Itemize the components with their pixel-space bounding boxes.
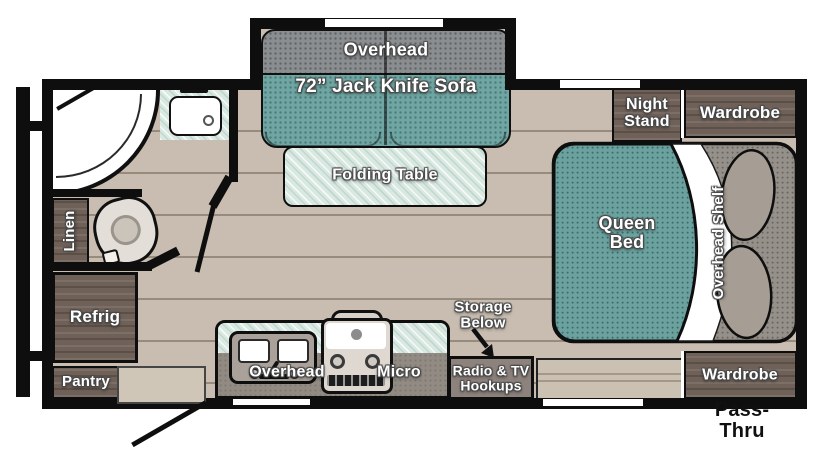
entry-landing [117,366,206,404]
slideout-window [325,19,443,27]
right-wall [796,79,807,409]
linen-cabinet [52,198,89,264]
bedroom-wardrobe [684,88,797,138]
jack-knife-sofa [261,29,511,148]
folding-table [283,146,487,207]
bath-faucet-icon [180,88,208,93]
kitchen-sink [229,331,317,384]
rear-bench [536,358,682,398]
left-wall [42,79,53,409]
rear-wardrobe [684,351,797,399]
storage-below-arrow [471,328,494,358]
kitchen-faucet-icon [259,374,289,379]
refrigerator [52,272,138,363]
pantry [52,366,119,399]
bathroom-bottom-wall [42,262,152,271]
slideout-right-wall [505,18,516,90]
queen-bed [551,141,799,344]
pillow [720,148,776,242]
top-wall-left [42,79,261,90]
top-wall-right [505,79,807,90]
rear-window [543,399,643,406]
front-storage-bar [16,87,30,397]
bathroom-right-wall [229,90,238,182]
stove [321,310,393,394]
pillow [715,244,773,340]
radio-tv-cabinet [448,356,534,400]
bath-sink [169,96,222,136]
entry-door-opening [233,399,310,405]
slideout-left-wall [250,18,261,90]
bedroom-window [560,80,640,88]
bottom-wall [42,398,807,409]
shower-wall [52,189,142,197]
night-stand [612,88,682,142]
